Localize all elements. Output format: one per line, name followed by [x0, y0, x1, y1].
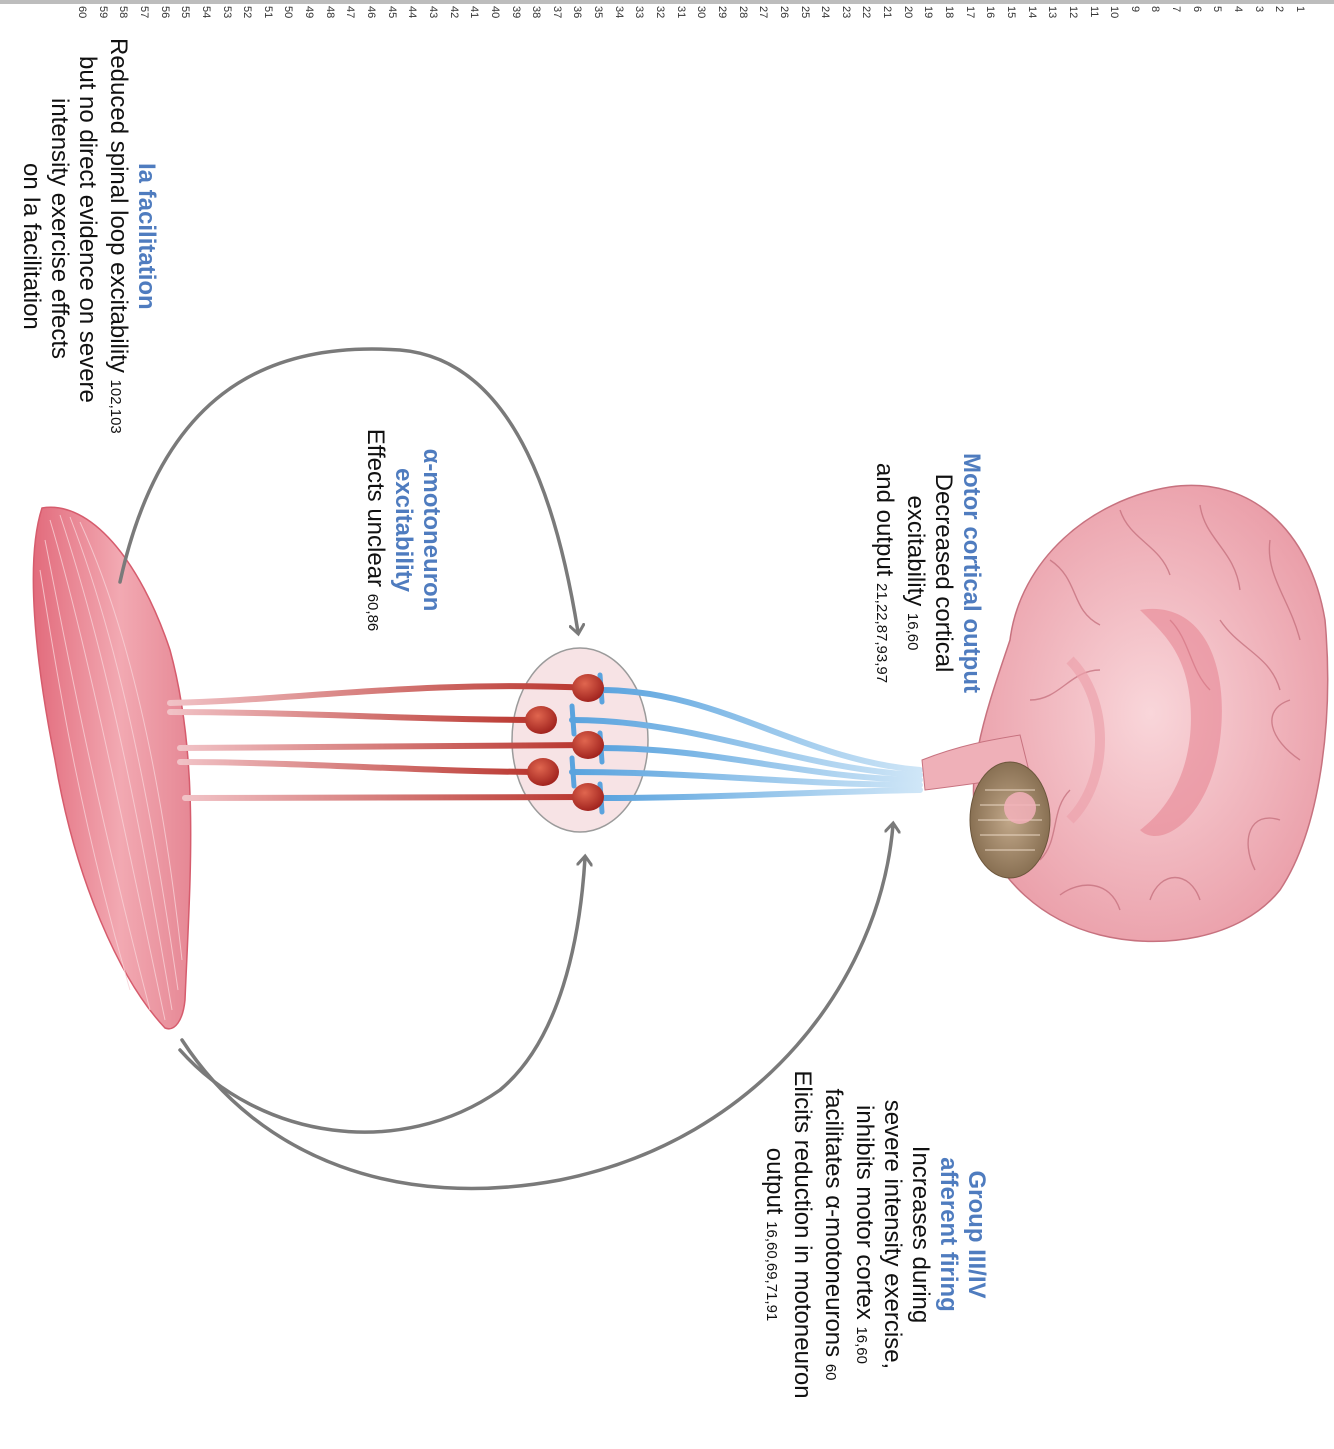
group-afferent-line6: output: [761, 1148, 788, 1215]
ia-facilitation-line4: on Ia facilitation: [17, 38, 45, 528]
arrow-afferent-to-spinal: [180, 858, 585, 1132]
alpha-motoneuron-heading1: α-motoneuron: [417, 400, 445, 660]
group-afferent-line1: Increases during: [906, 1022, 934, 1447]
group-afferent-line5: Elicits reduction in motoneuron: [788, 1022, 816, 1447]
ia-facilitation-ref1: 102,103: [107, 380, 124, 434]
group-afferent-ref4: 60: [822, 1364, 839, 1381]
ia-facilitation-line2: but no direct evidence on severe: [73, 38, 101, 528]
group-afferent-heading1: Group III/IV: [962, 1022, 990, 1447]
group-afferent-line4: facilitates α-motoneurons: [820, 1088, 847, 1357]
group-afferent-line3: inhibits motor cortex: [851, 1105, 878, 1320]
ia-facilitation-line3: intensity exercise effects: [45, 38, 73, 528]
motor-cortical-ref3: 21,22,87,93,97: [873, 583, 890, 683]
motor-cortical-line3: and output: [871, 463, 898, 576]
group-afferent-heading2: afferent firing: [934, 1022, 962, 1447]
ia-facilitation-heading: Ia facilitation: [132, 38, 160, 528]
group-afferent-ref3: 16,60: [853, 1326, 870, 1364]
group-afferent-line2: severe intensity exercise,: [878, 1022, 906, 1447]
alpha-motoneuron-ref1: 60,86: [364, 594, 381, 632]
motor-cortical-heading: Motor cortical output: [957, 408, 985, 738]
ia-facilitation-line1: Reduced spinal loop excitability: [105, 38, 132, 373]
ia-facilitation-label: Ia facilitation Reduced spinal loop exci…: [17, 38, 160, 528]
muscle-illustration: [33, 507, 190, 1028]
arrow-ia-to-spinal: [120, 349, 578, 632]
motor-cortical-ref2: 16,60: [904, 613, 921, 651]
alpha-motoneuron-heading2: excitability: [389, 400, 417, 660]
alpha-motoneuron-label: α-motoneuron excitability Effects unclea…: [358, 400, 445, 660]
motor-cortical-line1: Decreased cortical: [930, 474, 957, 673]
alpha-motoneuron-line1: Effects unclear: [362, 429, 389, 587]
motor-cortical-label: Motor cortical output Decreased cortical…: [867, 408, 985, 738]
group-afferent-ref6: 16,60,69,71,91: [763, 1221, 780, 1321]
motor-cortical-line2: excitability: [902, 496, 929, 607]
